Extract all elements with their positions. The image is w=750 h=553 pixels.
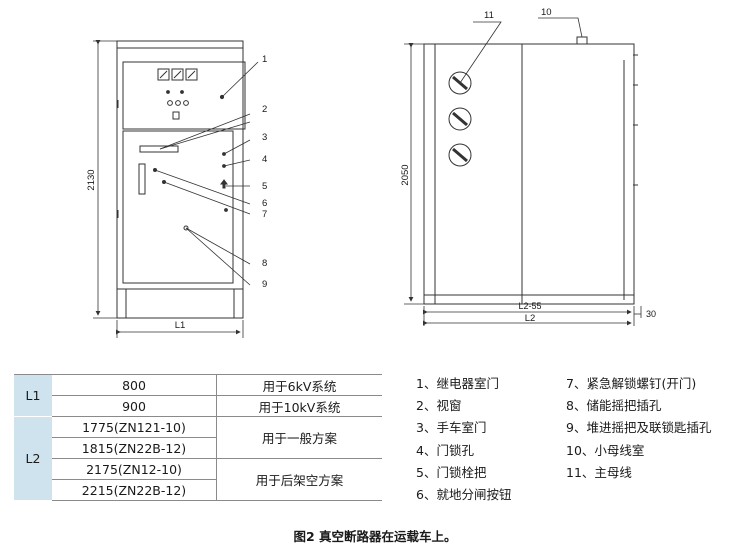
trolley-room-door [122,130,234,284]
front-view [116,40,246,319]
table-usage: 用于6kV系统 [216,374,382,396]
legend-item: 10、小母线室 [566,442,645,458]
legend-item: 8、储能摇把插孔 [566,398,662,414]
main-busbar-bushing-2 [448,107,472,131]
table-usage: 用于10kV系统 [216,395,382,417]
view-window [139,145,179,153]
table-row: 900 用于10kV系统 [14,395,382,417]
callout-label: 11 [484,10,494,21]
front-dimensions [93,40,244,338]
legend-item: 9、堆进摇把及联锁匙插孔 [566,420,712,436]
table-value: 2215(ZN22B-12) [52,479,217,501]
cabinet-outline [116,40,244,319]
table-usage: 用于后架空方案 [216,458,382,501]
relay-room-door [122,61,246,130]
small-busbar-room [576,36,588,45]
side-cabinet-outline [423,43,635,305]
table-value: 800 [52,374,217,396]
table-row: 2175(ZN12-10) 用于后架空方案 [14,458,382,501]
front-callout-labels: 1 2 3 4 5 6 7 8 9 [262,54,267,290]
main-busbar-bushing-1 [448,71,472,95]
side-inner-width-dimension: L2-55 [518,301,541,311]
callout-label: 5 [262,181,267,192]
callout-label: 8 [262,258,267,269]
side-dimensions [404,43,642,326]
side-callout-labels: 11 10 [484,7,552,21]
callout-label: 10 [541,7,552,18]
side-view [423,36,638,305]
callout-label: 1 [262,54,267,65]
switchgear-drawing: 1 2 3 4 5 6 7 8 9 2130 L1 [86,7,656,338]
table-value: 1815(ZN22B-12) [52,437,217,459]
callout-label: 3 [262,132,267,143]
legend-item: 1、继电器室门 [416,376,499,391]
legend-item: 6、就地分闸按钮 [416,486,512,502]
instrument-2 [171,68,184,81]
table-usage: 用于一般方案 [216,416,382,459]
callout-label: 6 [262,198,267,209]
table-row: L2 1775(ZN121-10) 用于一般方案 [14,416,382,501]
table-row: 2215(ZN22B-12) [14,479,382,501]
table-value: 2175(ZN12-10) [52,458,217,480]
callout-label: 7 [262,209,267,220]
table-group-l1: L1 [14,374,52,417]
instrument-1 [157,68,170,81]
table-value: 1775(ZN121-10) [52,416,217,438]
front-height-dimension: 2130 [86,169,97,190]
instrument-3 [185,68,198,81]
front-callout-leaders [154,61,259,286]
front-width-dimension: L1 [175,320,186,331]
legend-item: 3、手车室门 [416,420,487,436]
figure-caption: 图2 真空断路器在运载车上。 [293,529,457,544]
side-callout-leaders [459,17,583,84]
table-row: 1815(ZN22B-12) [14,437,382,459]
legend-item: 4、门锁孔 [416,442,474,458]
side-offset-dimension: 30 [646,309,656,319]
legend-item: 2、视窗 [416,398,462,414]
spec-table: L1 800 用于6kV系统 900 用于10kV系统 L2 1775(ZN12… [14,374,382,501]
legend-item: 7、紧急解锁螺钉(开门) [566,376,697,391]
side-width-dimension: L2 [525,313,536,324]
callout-label: 4 [262,154,267,165]
legend-left-column: 1、继电器室门 2、视窗 3、手车室门 4、门锁孔 5、门锁栓把 6、就地分闸按… [416,373,511,506]
callout-label: 2 [262,104,267,115]
legend-item: 5、门锁栓把 [416,464,487,480]
callout-label: 9 [262,279,267,290]
legend-item: 11、主母线 [566,464,632,480]
legend-right-column: 7、紧急解锁螺钉(开门) 8、储能摇把插孔 9、堆进摇把及联锁匙插孔 10、小母… [566,373,711,484]
side-height-dimension: 2050 [400,164,411,185]
table-value: 900 [52,395,217,417]
door-lock-handle [138,163,146,195]
main-busbar-bushing-3 [448,143,472,167]
table-row: L1 800 用于6kV系统 [14,374,382,417]
table-group-l2: L2 [14,416,52,501]
